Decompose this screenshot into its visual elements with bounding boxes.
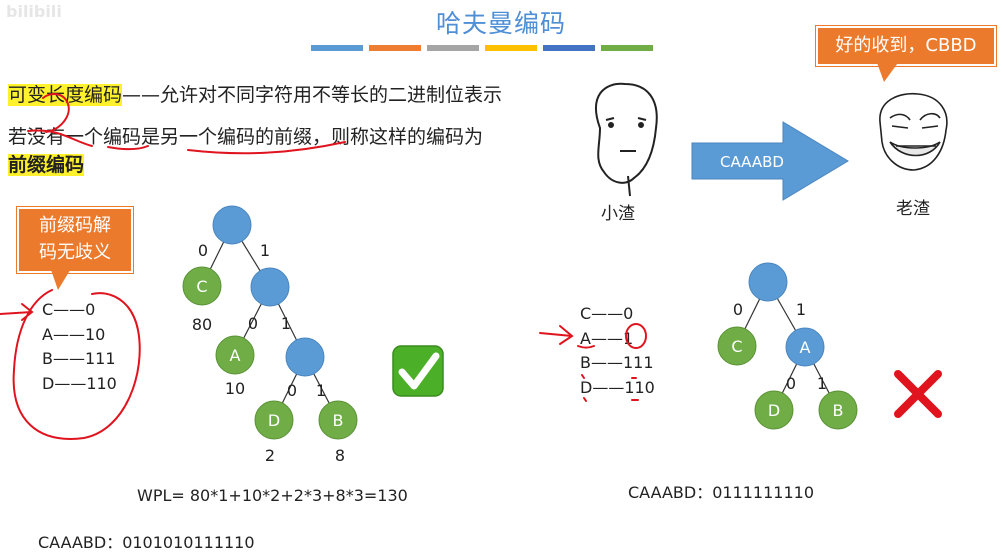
edge-label: 0 — [248, 314, 258, 333]
leaf-weight: 10 — [225, 379, 245, 398]
left-tree-weights: 80 10 2 8 — [192, 315, 345, 465]
stripe — [427, 45, 479, 51]
tree-leaf-d — [754, 390, 794, 430]
tree-leaf-b — [818, 390, 858, 430]
node-label: D — [768, 401, 780, 420]
code-item: C——0 — [42, 300, 96, 319]
annotation-underline — [187, 141, 346, 155]
tree-node-internal — [250, 267, 290, 307]
annotation-underline — [107, 145, 149, 151]
left-tree-edge-labels: 0 1 0 1 0 1 — [198, 241, 326, 400]
annotation-arrow — [0, 303, 34, 321]
callout-prefix-unambiguous: 前缀码解 码无歧义 — [17, 207, 133, 273]
edge-label: 0 — [198, 241, 208, 260]
stripe — [485, 45, 537, 51]
watermark: bilibili — [6, 2, 62, 21]
leaf-label: A — [230, 346, 241, 365]
tree-leaf-c — [717, 326, 757, 366]
left-tree-leaf-labels: C A D B — [196, 277, 343, 430]
code-item: A——10 — [42, 324, 106, 344]
code-item: B——111 — [580, 353, 654, 372]
leaf-label: B — [333, 411, 344, 430]
edge-label: 1 — [817, 374, 827, 393]
stripe — [311, 45, 363, 51]
troll-face-icon — [879, 92, 948, 171]
annotation-curve — [42, 93, 70, 133]
title-stripes — [311, 45, 653, 51]
tree-leaf-c — [182, 266, 222, 306]
tree-node-a — [785, 327, 825, 367]
callout-line: 前缀码解 — [39, 215, 111, 236]
edge-label: 1 — [281, 314, 291, 333]
sender-label: 小渣 — [601, 204, 635, 224]
leaf-label: C — [196, 277, 207, 296]
tree-node-root — [212, 205, 252, 245]
callout-received: 好的收到，CBBD — [816, 26, 996, 66]
edge-label: 0 — [786, 374, 796, 393]
right-tree-edge-labels: 0 1 0 1 — [733, 300, 827, 393]
code-item: B——111 — [42, 349, 116, 368]
code-item: D——110 — [580, 377, 655, 397]
stripe — [369, 45, 421, 51]
definition-line-1: 可变长度编码——允许对不同字符用不等长的二进制位表示 — [8, 80, 502, 107]
edge-label: 0 — [733, 300, 743, 319]
node-label: C — [731, 337, 742, 356]
callout-line: 码无歧义 — [39, 242, 111, 263]
stripe — [601, 45, 653, 51]
check-icon — [392, 345, 444, 397]
red-annotations — [0, 93, 647, 440]
leaf-weight: 8 — [335, 446, 345, 465]
cross-icon — [894, 370, 942, 418]
page-title: 哈夫曼编码 — [435, 9, 566, 38]
annotation-arrow — [539, 325, 574, 345]
definition-line-3: 前缀编码 — [8, 150, 85, 177]
leaf-weight: 80 — [192, 315, 212, 334]
edge-label: 0 — [287, 381, 297, 400]
right-tree-node-labels: C A D B — [731, 337, 843, 420]
receiver-label: 老渣 — [896, 199, 930, 219]
definition-line-2: 若没有一个编码是另一个编码的前缀，则称这样的编码为 — [8, 126, 484, 148]
annotation-circle — [625, 323, 647, 349]
right-arrow-icon — [691, 121, 849, 201]
stripe — [543, 45, 595, 51]
wpl-formula: WPL= 80*1+10*2+2*3+8*3=130 — [137, 486, 408, 505]
tree-node-root — [748, 262, 788, 302]
leaf-weight: 2 — [265, 446, 275, 465]
term-prefix-code: 前缀编码 — [8, 154, 85, 176]
edge-label: 1 — [796, 300, 806, 319]
definition-rest: ——允许对不同字符用不等长的二进制位表示 — [122, 84, 503, 106]
node-label: A — [800, 338, 811, 357]
tree-leaf-d — [254, 400, 294, 440]
code-item: A——1 — [580, 328, 634, 348]
callout-tail — [876, 60, 900, 82]
annotation-loop — [12, 289, 141, 440]
tree-leaf-b — [318, 400, 358, 440]
arrow-label: CAAABD — [720, 153, 784, 171]
left-encoded-string: CAAABD：0101010111110 — [38, 533, 255, 552]
annotation-mark — [581, 374, 639, 402]
tree-node-internal — [285, 337, 325, 377]
edge-label: 1 — [260, 241, 270, 260]
right-encoded-string: CAAABD：0111111110 — [628, 483, 814, 502]
term-variable-length: 可变长度编码 — [8, 84, 123, 106]
annotation-mark — [577, 345, 595, 349]
edge-label: 1 — [316, 381, 326, 400]
right-code-list: C——0 A——1 B——111 D——110 — [580, 302, 655, 400]
left-code-list: C——0 A——10 B——111 D——110 — [42, 298, 117, 396]
poker-face-icon — [595, 82, 658, 197]
code-item: D——110 — [42, 373, 117, 393]
code-item: C——0 — [580, 304, 634, 323]
annotation-underline — [27, 129, 93, 147]
callout-tail — [50, 267, 72, 290]
leaf-label: D — [268, 411, 280, 430]
node-label: B — [833, 401, 844, 420]
tree-leaf-a — [215, 335, 255, 375]
